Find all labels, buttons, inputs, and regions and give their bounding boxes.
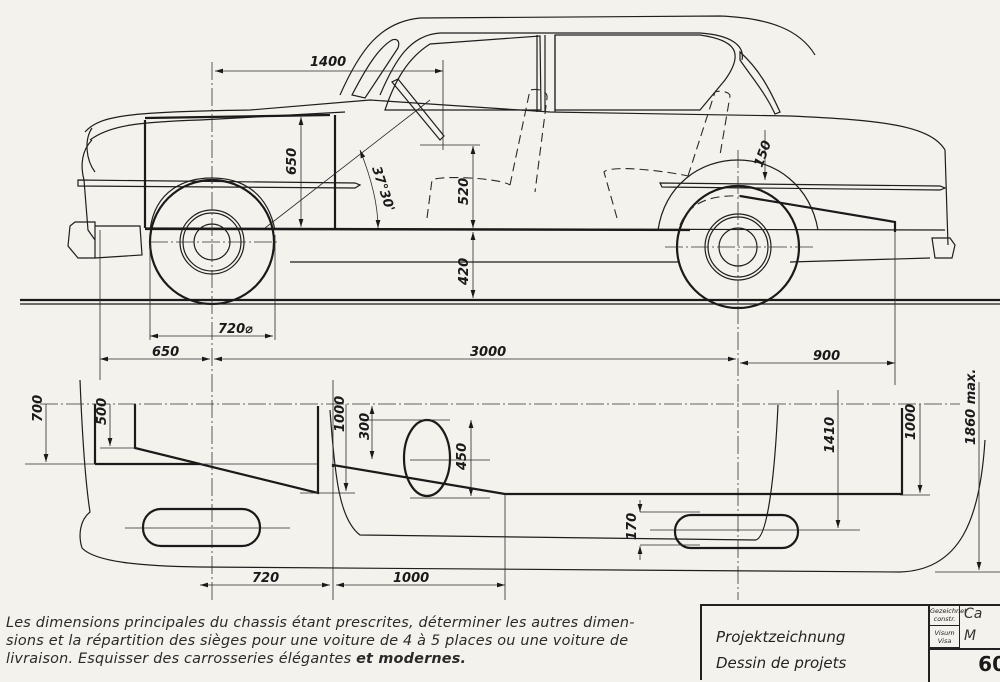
sheet-number: 60 bbox=[978, 652, 1000, 676]
side-moulding-front bbox=[77, 179, 362, 189]
caption-line-2: sions et la répartition des sièges pour … bbox=[6, 633, 629, 649]
seat-ellipse bbox=[402, 418, 452, 498]
visa-signature: M bbox=[964, 628, 977, 644]
title-french: Dessin de projets bbox=[716, 654, 847, 672]
front-wheel bbox=[148, 177, 276, 306]
dim-wheelbase: 3000 bbox=[470, 345, 506, 360]
dim-450: 450 bbox=[455, 443, 470, 471]
visa-label: Visum Visa bbox=[930, 626, 960, 648]
title-block-titles: Projektzeichnung Dessin de projets bbox=[716, 624, 846, 676]
car-side-view: 1400 650 37°30' 520 420 150 720⌀ 650 300… bbox=[20, 15, 1000, 600]
dim-700: 700 bbox=[31, 395, 46, 422]
caption-line-3-text: livraison. Esquisser des carrosseries él… bbox=[6, 651, 357, 667]
title-block: Projektzeichnung Dessin de projets Gezei… bbox=[700, 604, 1000, 682]
drawn-signature: Ca bbox=[964, 606, 983, 622]
dim-420: 420 bbox=[457, 258, 472, 286]
drawn-label: Gezeichnet constr. bbox=[930, 604, 967, 626]
dim-720: 720 bbox=[252, 571, 279, 586]
rear-seat bbox=[603, 168, 689, 219]
dim-rear-overhang: 900 bbox=[813, 349, 840, 364]
dim-1860-max: 1860 max. bbox=[964, 369, 979, 445]
dim-1000-bottom: 1000 bbox=[393, 571, 429, 586]
front-window bbox=[384, 35, 542, 111]
car-plan-view: 700 500 1000 300 450 1410 1000 1860 max.… bbox=[25, 369, 1000, 600]
dim-1400: 1400 bbox=[310, 55, 346, 70]
roof-outline bbox=[339, 15, 816, 96]
spare-wheel-rear bbox=[673, 513, 800, 550]
front-bumper bbox=[67, 221, 96, 259]
dim-150: 150 bbox=[752, 139, 775, 170]
dim-300: 300 bbox=[358, 413, 373, 440]
title-block-grid: Gezeichnet constr. Ca Visum Visa M 60 bbox=[928, 604, 1000, 682]
caption-line-3: livraison. Esquisser des carrosseries él… bbox=[6, 650, 696, 668]
title-german: Projektzeichnung bbox=[716, 628, 846, 646]
dim-520: 520 bbox=[457, 178, 472, 205]
dim-1000-mid: 1000 bbox=[333, 396, 348, 432]
caption-line-3-bold: et modernes. bbox=[356, 651, 467, 667]
rear-window bbox=[554, 34, 736, 111]
dim-wheel-diameter: 720⌀ bbox=[218, 322, 253, 337]
rear-bumper bbox=[931, 237, 956, 259]
title-block-divider bbox=[930, 648, 1000, 650]
dim-650-hood: 650 bbox=[285, 148, 300, 175]
caption-line-1: Les dimensions principales du chassis ét… bbox=[6, 615, 635, 631]
dim-500: 500 bbox=[95, 398, 110, 425]
dim-1000-rear: 1000 bbox=[904, 404, 919, 440]
dim-front-overhang: 650 bbox=[152, 345, 179, 360]
front-seat bbox=[426, 177, 511, 219]
side-moulding-rear bbox=[659, 182, 947, 191]
dim-1410: 1410 bbox=[823, 417, 838, 453]
dim-170: 170 bbox=[625, 513, 640, 540]
assignment-caption: Les dimensions principales du chassis ét… bbox=[6, 614, 696, 668]
a-pillar bbox=[351, 38, 400, 99]
spare-wheel-front bbox=[141, 507, 262, 548]
